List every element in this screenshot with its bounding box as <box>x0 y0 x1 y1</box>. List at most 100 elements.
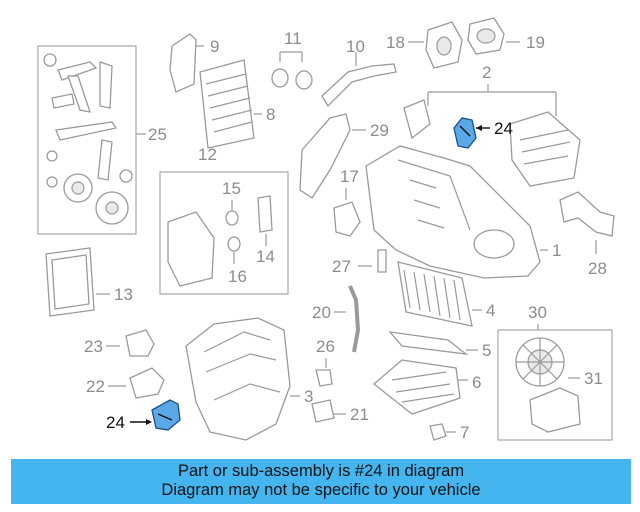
blower-case-part <box>509 111 581 187</box>
hvac-housing-part <box>365 145 541 279</box>
part-18: 18 <box>386 21 463 69</box>
lever-part <box>51 93 75 109</box>
callout-27: 27 <box>332 257 351 276</box>
pipe-part <box>321 63 397 108</box>
info-banner: Part or sub-assembly is #24 in diagram D… <box>11 459 631 504</box>
callout-10: 10 <box>346 37 365 56</box>
leader-line <box>279 51 303 62</box>
part-1: 1 <box>365 145 561 279</box>
part-11: 11 <box>271 29 313 90</box>
callout-30: 30 <box>528 303 547 322</box>
callout-15: 15 <box>222 179 241 198</box>
bracket-part <box>169 33 197 93</box>
part-10: 10 <box>321 37 397 108</box>
housing-ribs <box>397 159 471 231</box>
part-group-30: 30 31 <box>497 303 613 441</box>
resistor-part <box>529 387 581 433</box>
part-19: 19 <box>467 17 545 55</box>
highlighted-part-24 <box>151 399 181 431</box>
screw-part <box>377 249 387 273</box>
part-24-detail <box>459 125 471 137</box>
seal-strip-part <box>388 331 469 355</box>
gear-hub-part <box>105 201 119 215</box>
group-25-frame <box>37 45 137 235</box>
leader-arrow <box>146 419 152 425</box>
part-26: 26 <box>315 337 335 387</box>
lever-part <box>99 61 113 109</box>
part-9: 9 <box>169 33 219 93</box>
actuator-part <box>125 329 155 357</box>
callout-13: 13 <box>114 285 133 304</box>
callout-6: 6 <box>472 373 481 392</box>
part-2: 2 <box>403 63 581 187</box>
callout-2: 2 <box>482 63 491 82</box>
case-ribs <box>519 129 571 165</box>
callout-9: 9 <box>210 37 219 56</box>
part-group-25: 25 <box>37 45 167 235</box>
callout-29: 29 <box>370 121 389 140</box>
tray-part <box>372 359 461 415</box>
banner-line-1: Part or sub-assembly is #24 in diagram <box>177 462 465 480</box>
lower-housing-part <box>185 317 291 441</box>
callout-28: 28 <box>588 259 607 278</box>
rod-part <box>97 139 113 181</box>
heater-core-part <box>167 211 215 287</box>
actuator-part <box>333 201 361 237</box>
group-30-frame <box>497 329 613 441</box>
callout-11: 11 <box>284 29 302 48</box>
clip-part <box>46 176 58 188</box>
tray-ribs <box>391 371 455 403</box>
part-28: 28 <box>559 191 615 278</box>
group-12-frame <box>159 171 289 295</box>
cabin-filter-inner <box>51 254 90 310</box>
leader-line <box>427 84 557 116</box>
housing-outlet <box>473 229 515 259</box>
connector-part <box>311 399 335 423</box>
callout-4: 4 <box>486 301 495 320</box>
callout-16: 16 <box>228 267 247 286</box>
o-ring-part <box>225 210 239 226</box>
drain-hose-part <box>348 285 361 353</box>
part-17: 17 <box>333 167 361 237</box>
callout-23: 23 <box>84 337 103 356</box>
clip-part <box>429 423 447 441</box>
callout-24-lower: 24 <box>106 413 125 432</box>
duct-part <box>403 99 431 140</box>
part-24-upper: 24 <box>453 117 513 149</box>
banner-line-2: Diagram may not be specific to your vehi… <box>161 481 481 499</box>
seal-hole <box>476 28 496 44</box>
callout-21: 21 <box>350 405 369 424</box>
callout-19: 19 <box>526 33 545 52</box>
part-group-12: 12 15 16 14 <box>159 145 289 295</box>
part-7: 7 <box>429 423 469 442</box>
callout-26: 26 <box>316 337 335 356</box>
mount-bracket-part <box>299 113 351 199</box>
callout-18: 18 <box>386 33 405 52</box>
part-27: 27 <box>332 249 387 276</box>
o-ring-part <box>295 70 313 90</box>
callout-20: 20 <box>312 303 331 322</box>
housing-ribs <box>203 331 281 401</box>
seal-hole <box>436 36 452 56</box>
fan-blades <box>516 338 564 386</box>
part-3: 3 <box>185 317 313 441</box>
part-13: 13 <box>45 247 133 317</box>
clip-part <box>119 169 133 183</box>
callout-24-upper: 24 <box>494 119 513 138</box>
leader-arrow <box>476 125 482 131</box>
highlighted-part-24 <box>453 117 477 149</box>
callout-8: 8 <box>266 105 275 124</box>
bracket-part <box>559 191 615 237</box>
callout-22: 22 <box>86 377 105 396</box>
callout-7: 7 <box>460 423 469 442</box>
actuator-part <box>129 367 165 399</box>
part-8: 8 <box>199 59 275 149</box>
o-ring-part <box>271 68 289 88</box>
clip-part <box>46 150 58 162</box>
part-29: 29 <box>299 113 389 199</box>
expansion-valve-part <box>257 195 273 233</box>
part-23: 23 <box>84 329 155 357</box>
part-24-detail <box>157 413 173 421</box>
callout-1: 1 <box>552 241 561 260</box>
callout-14: 14 <box>256 247 275 266</box>
